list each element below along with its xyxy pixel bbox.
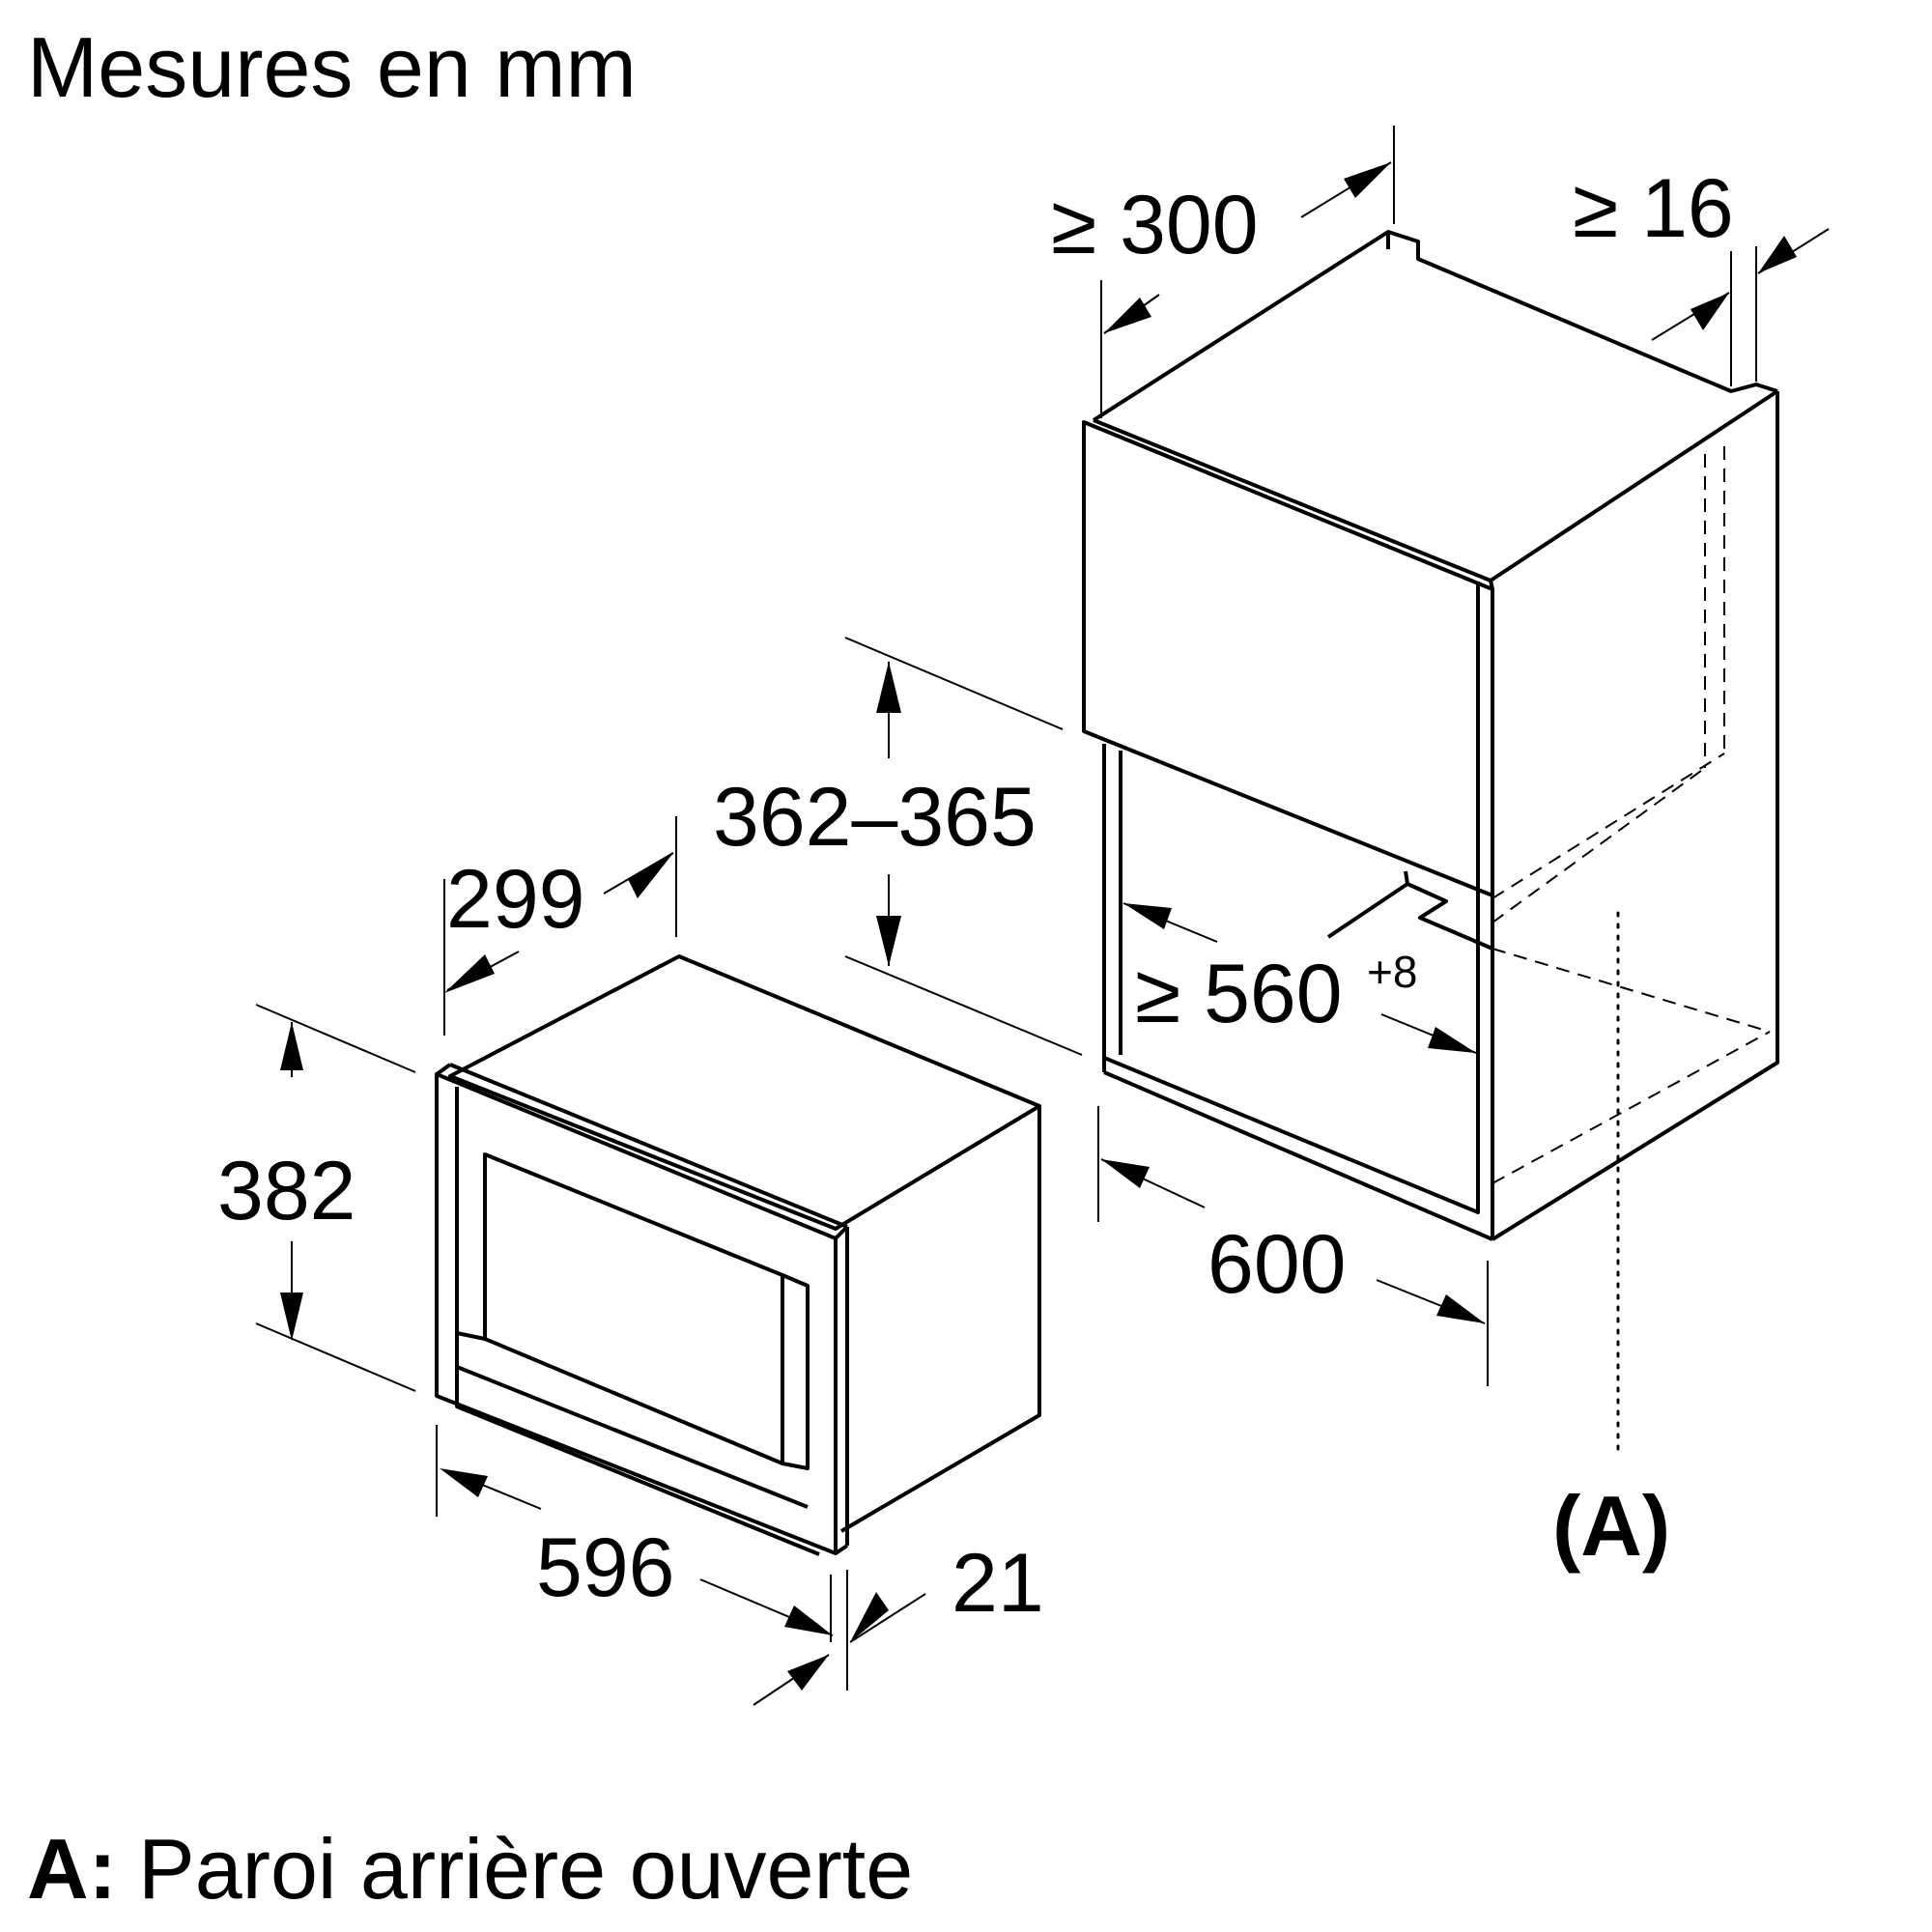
- marker-a-label: (A): [1552, 1478, 1670, 1574]
- appliance-drawing: [435, 954, 1041, 1556]
- dimension-560-label: ≥ 560: [1135, 948, 1343, 1040]
- legend-text: Paroi arrière ouverte: [138, 1821, 913, 1917]
- arrow-362-bottom: [876, 916, 901, 966]
- arrow-600-right: [1436, 1294, 1485, 1323]
- arrow-16-right: [1758, 236, 1797, 273]
- dimension-16-label: ≥ 16: [1573, 162, 1734, 255]
- dimension-300-label: ≥ 300: [1051, 179, 1259, 271]
- dimension-21-label: 21: [952, 1537, 1044, 1630]
- arrow-21-left: [787, 1655, 829, 1690]
- dimension-600-label: 600: [1208, 1218, 1347, 1311]
- dimension-arrows: [280, 162, 1797, 1690]
- dimension-560-tolerance: +8: [1367, 947, 1417, 997]
- arrow-596-left: [440, 1468, 488, 1497]
- arrow-299-right: [628, 853, 673, 898]
- arrow-300-right: [1344, 162, 1391, 198]
- arrow-382-bottom: [280, 1293, 303, 1341]
- page-title: Mesures en mm: [27, 19, 637, 115]
- arrow-16-left: [1690, 293, 1729, 330]
- dimension-382-label: 382: [217, 1145, 356, 1237]
- arrow-300-left: [1104, 298, 1151, 333]
- dimension-362-365-label: 362–365: [713, 771, 1037, 864]
- dimension-299-label: 299: [446, 853, 585, 946]
- legend-key: A:: [27, 1821, 117, 1917]
- dimension-596-label: 596: [536, 1521, 675, 1614]
- arrow-299-left: [444, 954, 495, 993]
- arrow-560-right: [1428, 1027, 1476, 1053]
- arrow-560-left: [1123, 903, 1172, 929]
- arrow-21-right: [850, 1592, 889, 1642]
- cabinet-drawing: [1082, 230, 1779, 1451]
- arrow-362-top: [876, 662, 901, 713]
- arrow-600-left: [1101, 1159, 1150, 1188]
- arrow-382-top: [280, 1022, 303, 1070]
- arrow-596-right: [784, 1605, 833, 1635]
